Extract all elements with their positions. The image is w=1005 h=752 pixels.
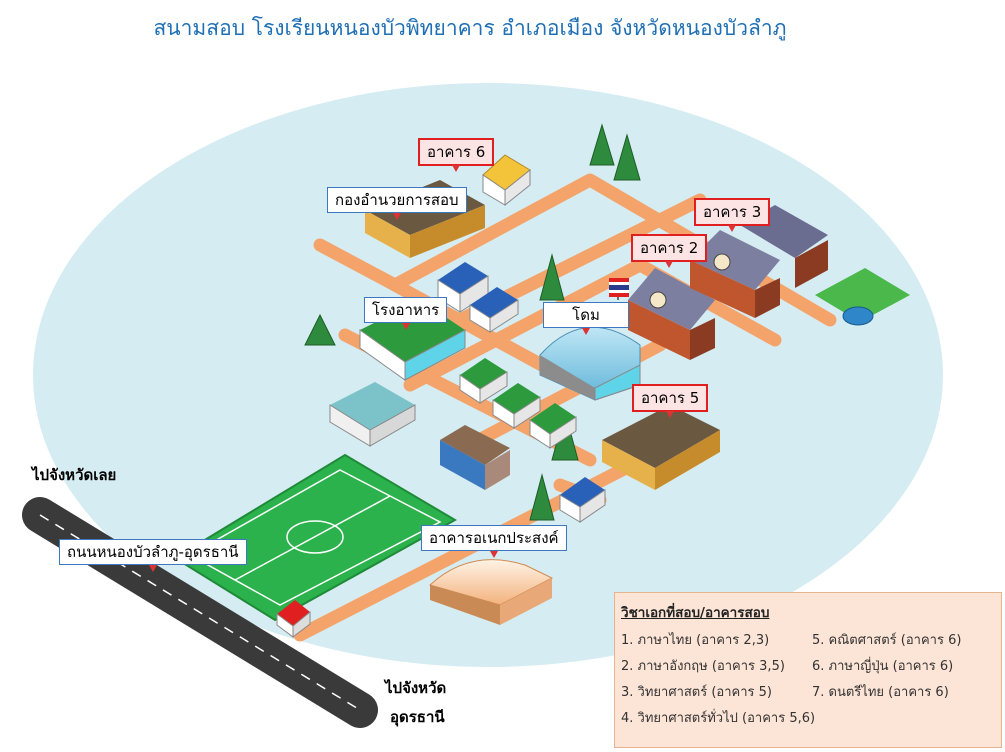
label-admin: กองอำนวยการสอบ xyxy=(327,187,467,220)
label-text: อาคารอเนกประสงค์ xyxy=(429,529,559,547)
pointer-icon xyxy=(489,551,498,558)
pointer-icon xyxy=(666,411,675,418)
exam-legend: วิชาเอกที่สอบ/อาคารสอบ 1. ภาษาไทย (อาคาร… xyxy=(614,592,1002,748)
football-field xyxy=(173,453,458,622)
legend-item: 1. ภาษาไทย (อาคาร 2,3) xyxy=(621,633,770,648)
blue-houses xyxy=(437,262,606,523)
direction-loei: ไปจังหวัดเลย xyxy=(32,466,117,484)
label-canteen: โรงอาหาร xyxy=(364,297,448,330)
label-building-2: อาคาร 2 xyxy=(631,234,708,268)
label-building-3: อาคาร 3 xyxy=(694,198,771,232)
label-text: กองอำนวยการสอบ xyxy=(335,191,459,209)
pointer-icon xyxy=(728,225,737,232)
library-building xyxy=(440,425,510,490)
label-dome: โดม xyxy=(543,302,629,335)
red-house xyxy=(276,600,311,639)
gym-building xyxy=(329,382,416,447)
label-road: ถนนหนองบัวลำภู-อุดรธานี xyxy=(59,539,247,572)
label-text: ถนนหนองบัวลำภู-อุดรธานี xyxy=(67,543,239,561)
label-text: โดม xyxy=(572,306,600,324)
legend-title: วิชาเอกที่สอบ/อาคารสอบ xyxy=(621,605,770,621)
label-text: อาคาร 2 xyxy=(640,239,699,257)
label-text: อาคาร 3 xyxy=(703,203,762,221)
legend-item: 2. ภาษาอังกฤษ (อาคาร 3,5) xyxy=(621,659,785,674)
park xyxy=(815,268,910,326)
multipurpose-building xyxy=(429,559,554,625)
label-text: อาคาร 5 xyxy=(641,389,700,407)
label-text: อาคาร 6 xyxy=(427,143,486,161)
direction-udon-line1: ไปจังหวัด xyxy=(385,679,447,697)
pointer-icon xyxy=(582,328,590,335)
label-building-5: อาคาร 5 xyxy=(632,384,709,418)
legend-item: 7. ดนตรีไทย (อาคาร 6) xyxy=(812,685,949,700)
label-multipurpose: อาคารอเนกประสงค์ xyxy=(421,525,567,558)
dome-building xyxy=(539,278,641,401)
pointer-icon xyxy=(401,323,410,330)
legend-item: 3. วิทยาศาสตร์ (อาคาร 5) xyxy=(621,685,772,700)
label-text: โรงอาหาร xyxy=(372,301,440,319)
building-5 xyxy=(602,405,720,490)
green-houses xyxy=(459,358,577,449)
pointer-icon xyxy=(665,261,674,268)
direction-udon-line2: อุดรธานี xyxy=(390,708,445,726)
pointer-icon xyxy=(148,565,157,572)
legend-item: 5. คณิตศาสตร์ (อาคาร 6) xyxy=(812,633,962,648)
page-title: สนามสอบ โรงเรียนหนองบัวพิทยาคาร อำเภอเมื… xyxy=(153,16,787,40)
legend-item: 4. วิทยาศาสตร์ทั่วไป (อาคาร 5,6) xyxy=(621,711,816,726)
legend-item: 6. ภาษาญี่ปุ่น (อาคาร 6) xyxy=(812,659,954,674)
label-building-6: อาคาร 6 xyxy=(418,138,495,172)
pointer-icon xyxy=(392,213,401,220)
pointer-icon xyxy=(452,165,461,172)
building-3 xyxy=(690,205,828,318)
building-2 xyxy=(628,268,715,360)
